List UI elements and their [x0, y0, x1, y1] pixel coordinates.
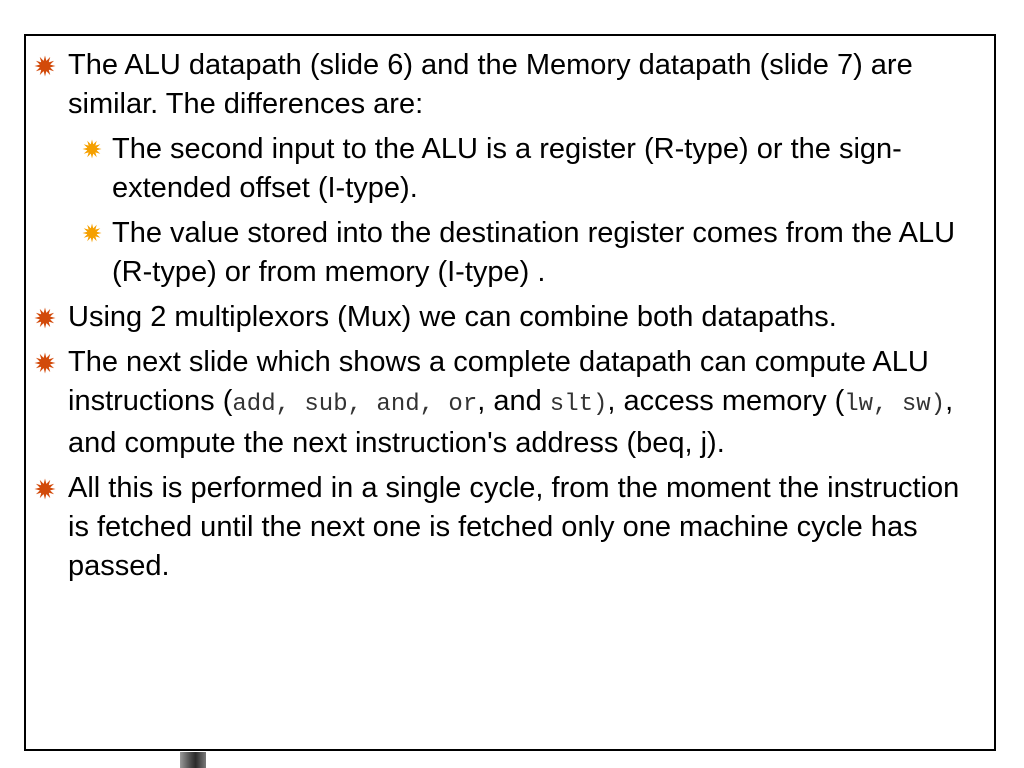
starburst-sub-bullet-icon [82, 223, 102, 243]
code-instruction-slt: slt) [549, 391, 608, 418]
starburst-bullet-icon [34, 478, 56, 500]
bullet-text-segment: The next slide which shows a complete da… [68, 346, 929, 417]
starburst-bullet-icon [34, 55, 56, 77]
bullet-item: The next slide which shows a complete da… [34, 343, 976, 463]
sub-bullet-item: The second input to the ALU is a registe… [82, 130, 976, 208]
starburst-sub-bullet-icon [82, 139, 102, 159]
code-instructions-memory: lw, sw) [844, 391, 946, 418]
bullet-text: All this is performed in a single cycle,… [68, 472, 960, 582]
background-image-fragment [180, 752, 206, 768]
starburst-core [39, 357, 51, 369]
code-instructions-alu: add, sub, and, or [232, 391, 478, 418]
bullet-item: Using 2 multiplexors (Mux) we can combin… [34, 298, 976, 337]
bullet-text-segment: , and compute the next instruction's add… [68, 385, 954, 459]
bullet-text-segment: , and [477, 385, 550, 417]
starburst-core [87, 228, 97, 238]
bullet-item: All this is performed in a single cycle,… [34, 469, 976, 586]
bullet-item: The ALU datapath (slide 6) and the Memor… [34, 46, 976, 124]
starburst-bullet-icon [34, 352, 56, 374]
sub-bullet-item: The value stored into the destination re… [82, 214, 976, 292]
slide-frame: The ALU datapath (slide 6) and the Memor… [24, 34, 996, 751]
starburst-core [87, 144, 97, 154]
bullet-text-segment: , access memory ( [607, 385, 845, 417]
sub-bullet-text: The value stored into the destination re… [112, 217, 956, 288]
starburst-core [39, 60, 51, 72]
slide-content: The ALU datapath (slide 6) and the Memor… [26, 36, 994, 592]
sub-bullet-text: The second input to the ALU is a registe… [112, 133, 902, 204]
bullet-text: The ALU datapath (slide 6) and the Memor… [68, 49, 913, 120]
starburst-core [39, 312, 51, 324]
starburst-bullet-icon [34, 307, 56, 329]
starburst-core [39, 483, 51, 495]
bullet-text: Using 2 multiplexors (Mux) we can combin… [68, 301, 837, 333]
